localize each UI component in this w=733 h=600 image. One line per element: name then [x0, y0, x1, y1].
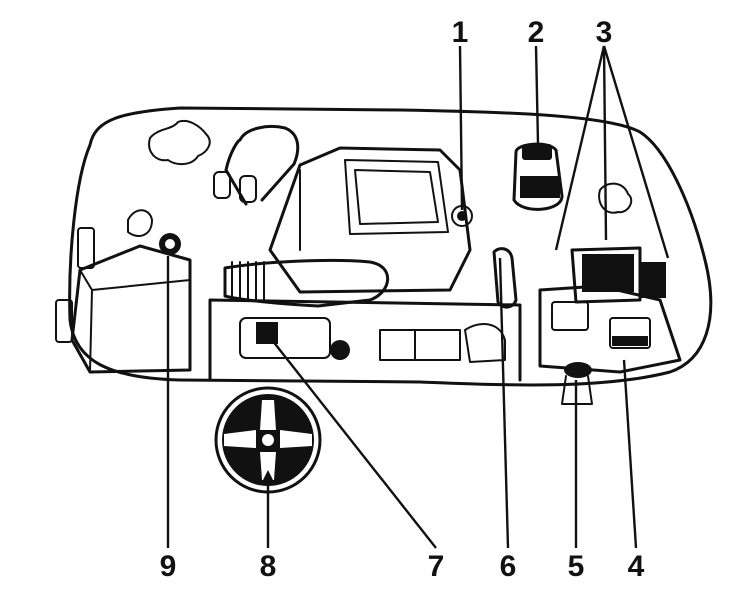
left-latch	[77, 227, 95, 269]
leader-7	[271, 339, 437, 549]
callout-4: 4	[627, 550, 645, 583]
leader-3a	[554, 45, 606, 251]
reservoir-cap	[522, 144, 552, 160]
cooling-fan-hub	[260, 432, 276, 448]
coolant-pipe	[379, 329, 461, 361]
engine-cover-edge	[269, 169, 471, 293]
oil-filler-cap-center	[165, 239, 175, 249]
callout-3: 3	[595, 16, 613, 49]
callout-2: 2	[527, 16, 545, 49]
hose-clamp-2	[239, 175, 257, 203]
battery-terminal	[612, 336, 648, 346]
battery	[538, 284, 682, 374]
left-bracket	[55, 299, 73, 343]
dipstick-handle	[457, 211, 467, 221]
leader-2	[534, 45, 540, 145]
cooling-fan-blades	[224, 400, 312, 480]
leader-4	[622, 359, 638, 549]
radiator-cap	[330, 340, 350, 360]
callout-8: 8	[259, 550, 277, 583]
leader-8-arrowhead	[262, 470, 274, 482]
front-crossmember	[208, 298, 522, 382]
callout-9: 9	[159, 550, 177, 583]
leader-6	[498, 257, 510, 549]
air-duct-ribs	[231, 261, 265, 301]
top-left-blob	[148, 120, 211, 166]
brake-fluid-cap	[564, 362, 592, 378]
reservoir-label	[520, 176, 560, 198]
power-steering-tube	[492, 247, 518, 309]
callout-5: 5	[567, 550, 585, 583]
manifold-sensor	[256, 322, 278, 344]
callout-6: 6	[499, 550, 517, 583]
callout-1: 1	[451, 16, 469, 49]
leader-3c	[602, 45, 670, 259]
battery-cell-1	[551, 301, 589, 331]
battery-clamp	[640, 262, 666, 298]
intake-manifold	[239, 317, 331, 359]
leader-1	[458, 45, 464, 211]
hose-clamp	[213, 171, 231, 199]
thermostat-housing	[464, 323, 506, 363]
fuse-box	[570, 246, 642, 304]
relay-blob	[598, 182, 633, 214]
engine-cover-ribs	[344, 159, 449, 235]
cap-bracket	[127, 209, 153, 237]
battery-cell-2	[609, 317, 651, 349]
air-filter-box-lid	[79, 269, 191, 373]
intake-hose	[224, 125, 300, 206]
callout-7: 7	[427, 550, 445, 583]
leader-3b	[602, 45, 608, 241]
